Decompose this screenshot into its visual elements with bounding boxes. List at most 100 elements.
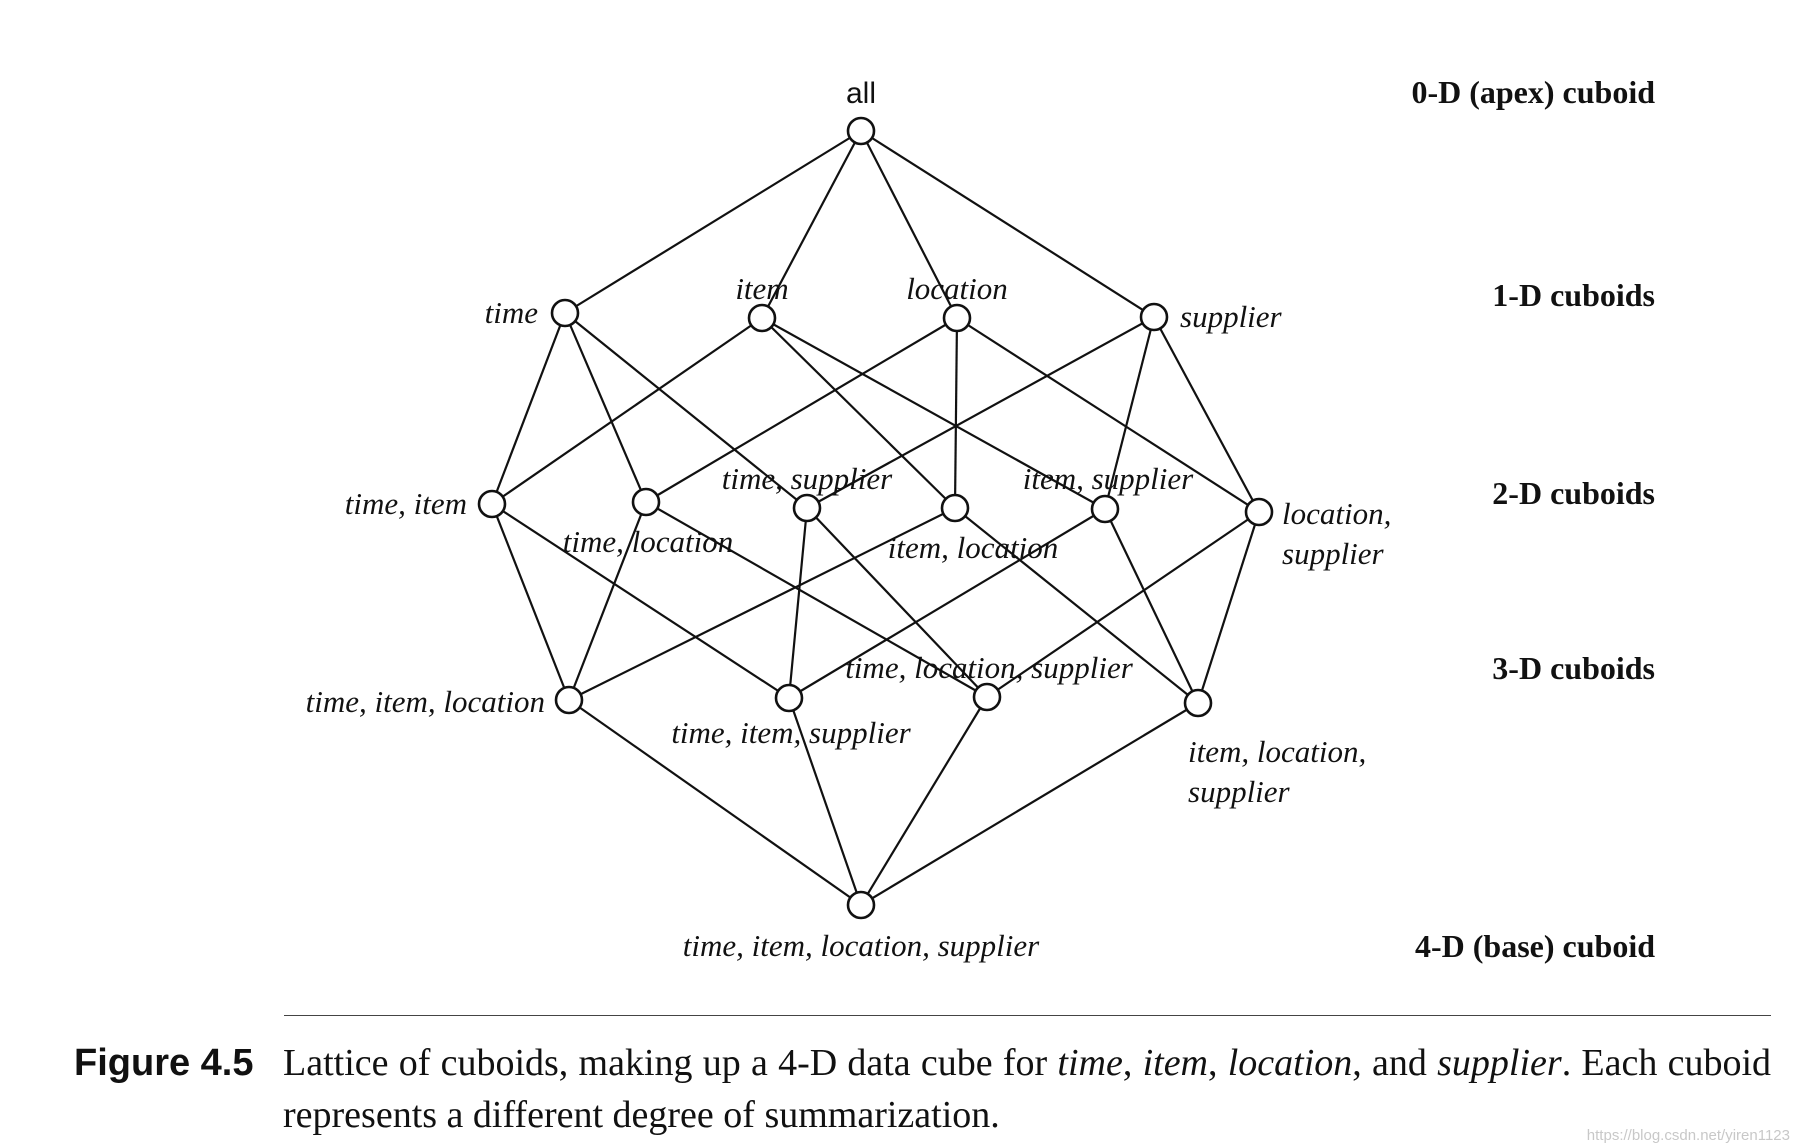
cuboid-node [792,493,822,523]
cuboid-label-line: time, location, supplier [845,650,1134,685]
edge-n3-n6 [645,317,958,503]
cuboid-label-line: location, [1282,496,1391,531]
edge-n5-n11 [490,503,571,701]
cuboid-label: item, location [888,530,1058,565]
cuboid-node [774,683,804,713]
edge-n13-n15 [860,696,988,906]
cuboid-label-line: supplier [1282,536,1385,571]
cuboid-label: time, item [345,486,467,521]
cuboid-label: item [735,271,788,306]
figure-caption: Figure 4.5 Lattice of cuboids, making up… [74,1037,1774,1136]
caption-term-location: location [1227,1042,1353,1084]
lattice-edges [490,130,1261,906]
level-label: 4-D (base) cuboid [1415,928,1655,964]
lattice-node-labels: all time item location supplier time, item tim… [306,77,1392,963]
cuboid-label-line: item, supplier [1023,461,1194,496]
edge-n6-n13 [645,501,988,698]
cuboid-label: time [485,295,539,330]
edge-n1-n6 [563,312,648,503]
edge-n7-n13 [806,507,988,698]
cuboid-label: location [906,271,1008,306]
edge-n9-n12 [788,508,1106,699]
edge-n4-n9 [1103,316,1156,510]
edge-n3-n8 [953,317,959,509]
cuboid-label-line: location [906,271,1008,306]
cuboid-label-line: item [735,271,788,306]
level-labels: 0-D (apex) cuboid 1-D cuboids 2-D cuboids 3… [1411,74,1655,964]
edge-n11-n15 [568,699,862,906]
cuboid-node [1244,497,1274,527]
edge-n4-n7 [806,316,1155,509]
cuboid-label: time, item, location [306,684,545,719]
caption-divider [284,1015,1771,1016]
caption-term-supplier: supplier [1437,1042,1562,1084]
level-label: 1-D cuboids [1492,277,1655,313]
edge-n0-n4 [860,130,1155,318]
cuboid-lattice-diagram: all time item location supplier time, item tim… [306,74,1656,964]
cuboid-label: time, location [563,524,733,559]
cuboid-label-line: supplier [1188,774,1291,809]
watermark: https://blog.csdn.net/yiren1123 [1586,1127,1790,1144]
cuboid-node [940,493,970,523]
cuboid-label: time, item, location, supplier [683,928,1040,963]
caption-term-item: item [1142,1042,1209,1084]
cuboid-node [550,298,580,328]
cuboid-node [942,303,972,333]
cuboid-node [1183,688,1213,718]
level-label: 0-D (apex) cuboid [1411,74,1655,110]
edge-n1-n7 [564,312,808,509]
edge-n6-n11 [567,501,648,701]
cuboid-label: time, location, supplier [845,650,1134,685]
cuboid-node [631,487,661,517]
edge-n3-n10 [956,317,1260,513]
cuboid-label-line: supplier [1180,299,1283,334]
edge-n0-n1 [564,130,862,314]
cuboid-label: item, location, supplier [1188,734,1366,809]
edge-n5-n12 [491,503,790,699]
cuboid-node [477,489,507,519]
cuboid-label: supplier [1180,299,1283,334]
caption-text: Lattice of cuboids, making up a 4-D data… [283,1042,1772,1136]
edge-n8-n14 [954,507,1199,704]
cuboid-label-line: time [485,295,539,330]
edge-n1-n5 [490,312,567,505]
cuboid-label-line: all [846,77,876,110]
cuboid-node [554,685,584,715]
cuboid-label-line: item, location [888,530,1058,565]
edge-n2-n8 [761,317,956,509]
cuboid-node [846,116,876,146]
cuboid-label: all [846,77,876,110]
caption-term-time: time [1057,1042,1123,1084]
level-label: 3-D cuboids [1492,650,1655,686]
level-label: 2-D cuboids [1492,475,1655,511]
edge-n8-n11 [568,507,956,701]
cuboid-label-line: time, item, supplier [671,715,911,750]
cuboid-node [1090,494,1120,524]
cuboid-label-line: time, item, location, supplier [683,928,1040,963]
cuboid-label: time, supplier [722,461,893,496]
edge-n10-n13 [986,511,1260,698]
edge-n4-n10 [1153,316,1260,513]
edge-n0-n2 [761,130,862,319]
cuboid-label-line: time, location [563,524,733,559]
cuboid-label: time, item, supplier [671,715,911,750]
cuboid-node [846,890,876,920]
edge-n7-n12 [787,507,809,699]
cuboid-label: location, supplier [1282,496,1391,571]
edge-n14-n15 [860,702,1199,906]
cuboid-node [747,303,777,333]
edge-n10-n14 [1196,511,1261,704]
cuboid-node [972,682,1002,712]
cuboid-label-line: time, item, location [306,684,545,719]
edge-n9-n14 [1104,508,1199,704]
cuboid-label-line: item, location, [1188,734,1366,769]
edge-n0-n3 [860,130,958,319]
edge-n12-n15 [787,697,863,906]
cuboid-label-line: time, supplier [722,461,893,496]
edge-n2-n5 [491,317,763,505]
cuboid-label-line: time, item [345,486,467,521]
edge-n2-n9 [761,317,1106,510]
lattice-nodes [477,116,1274,920]
cuboid-label: item, supplier [1023,461,1194,496]
cuboid-node [1139,302,1169,332]
